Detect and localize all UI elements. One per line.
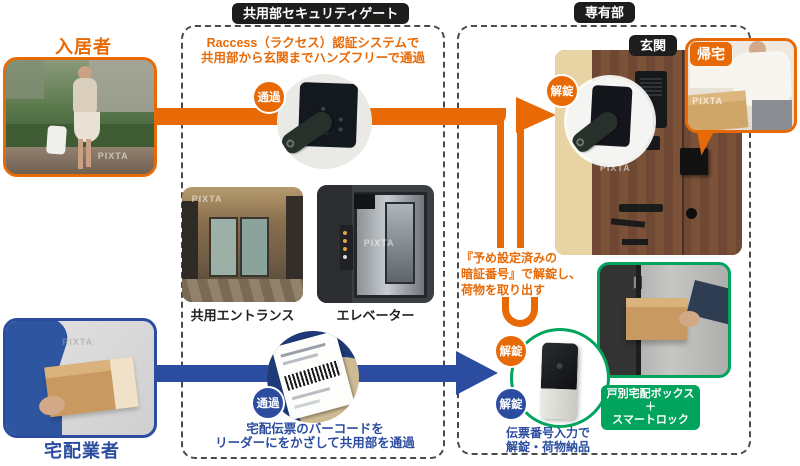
box-entry-line2: 解錠・荷物納品 — [505, 440, 590, 454]
pin-note-line3: 荷物を取り出す — [461, 283, 546, 297]
floor-indicator-shape — [354, 194, 376, 209]
door-knob-shape — [685, 207, 697, 219]
pin-instruction-note: 『予め設定済みの 暗証番号』で解錠し、 荷物を取り出す — [461, 250, 609, 298]
courier-label: 宅配業者 — [44, 441, 120, 461]
door-unlock-circle — [567, 78, 653, 164]
genkan-label: 玄関 — [629, 35, 678, 56]
pixta-watermark: PIXTA — [97, 151, 129, 162]
smart-device-icon — [680, 148, 709, 176]
raccess-note-line1: Raccess（ラクセス）認証システムで — [206, 36, 420, 50]
cardboard-box-shape — [625, 298, 688, 340]
elevator-window-shape — [384, 201, 416, 285]
raccess-note: Raccess（ラクセス）認証システムで 共用部から玄関までハンズフリーで通過 — [185, 36, 441, 66]
box-entry-note: 伝票番号入力で 解錠・荷物納品 — [488, 426, 608, 454]
smartlock-device-icon — [539, 342, 579, 420]
entrance-photo: PIXTA — [182, 187, 303, 302]
pin-note-line2: 暗証番号』で解錠し、 — [461, 267, 582, 281]
entrance-caption: 共用エントランス — [190, 308, 295, 323]
courier-pass-note: 宅配伝票のバーコードを リーダーにをかざして共用部を通過 — [192, 422, 438, 450]
orange-u-connector — [502, 297, 538, 327]
pass-badge-resident: 通過 — [252, 80, 286, 114]
box-entry-line1: 伝票番号入力で — [505, 426, 590, 440]
deliverybox-label-line3: スマートロック — [612, 414, 689, 426]
shopping-bag-shape — [46, 125, 68, 155]
deliverybox-label-line1: 戸別宅配ボックス — [606, 388, 695, 400]
unlock-badge-box-resident: 解錠 — [494, 334, 528, 368]
courier-pass-line2: リーダーにをかざして共用部を通過 — [215, 435, 415, 450]
hand-shape — [679, 311, 701, 328]
pixta-watermark: PIXTA — [191, 193, 223, 204]
pixta-watermark: PIXTA — [599, 162, 631, 173]
shared-gate-section-label: 共用部セキュリティゲート — [232, 3, 410, 24]
door-handle-shape — [618, 203, 664, 212]
woman-skirt-shape — [751, 99, 792, 130]
deliverybox-photo — [597, 262, 731, 378]
orange-path-down-right — [517, 114, 524, 248]
elevator-caption: エレベーター — [336, 308, 415, 323]
courier-arrowhead — [456, 351, 498, 395]
floor-shape — [182, 279, 303, 302]
glass-door-shape — [208, 216, 238, 277]
pass-badge-courier: 通過 — [251, 386, 285, 420]
deliverybox-label: 戸別宅配ボックス ＋ スマートロック — [601, 385, 700, 430]
unlock-badge-box-courier: 解錠 — [494, 387, 528, 421]
glass-door-shape — [240, 216, 270, 277]
pixta-watermark: PIXTA — [62, 336, 94, 347]
door-handle-shape — [622, 238, 649, 245]
pin-note-line1: 『予め設定済みの — [461, 251, 558, 265]
elevator-photo: PIXTA — [317, 185, 434, 303]
resident-label: 入居者 — [55, 37, 112, 57]
woman-figure — [65, 65, 103, 171]
elevator-panel-icon — [340, 225, 354, 270]
kitaku-label: 帰宅 — [690, 42, 732, 66]
private-section-label: 専有部 — [574, 2, 636, 23]
courier-pass-line1: 宅配伝票のバーコードを — [246, 422, 384, 436]
barcode-icon — [284, 360, 342, 392]
raccess-note-line2: 共用部から玄関までハンズフリーで通過 — [200, 51, 425, 65]
resident-photo: PIXTA — [3, 57, 157, 177]
deliverybox-label-line2: ＋ — [645, 401, 656, 413]
unlock-badge-door: 解錠 — [545, 74, 579, 108]
building-shape — [88, 60, 154, 113]
orange-path-down-left — [497, 120, 504, 248]
private-section-box — [457, 25, 751, 455]
courier-photo: PIXTA — [3, 318, 157, 438]
handsfree-reader-circle — [277, 74, 372, 169]
pillar-shape — [286, 196, 303, 302]
pillar-shape — [182, 200, 198, 302]
pixta-watermark: PIXTA — [692, 96, 724, 107]
building-shape — [6, 60, 45, 99]
pixta-watermark: PIXTA — [363, 238, 395, 249]
